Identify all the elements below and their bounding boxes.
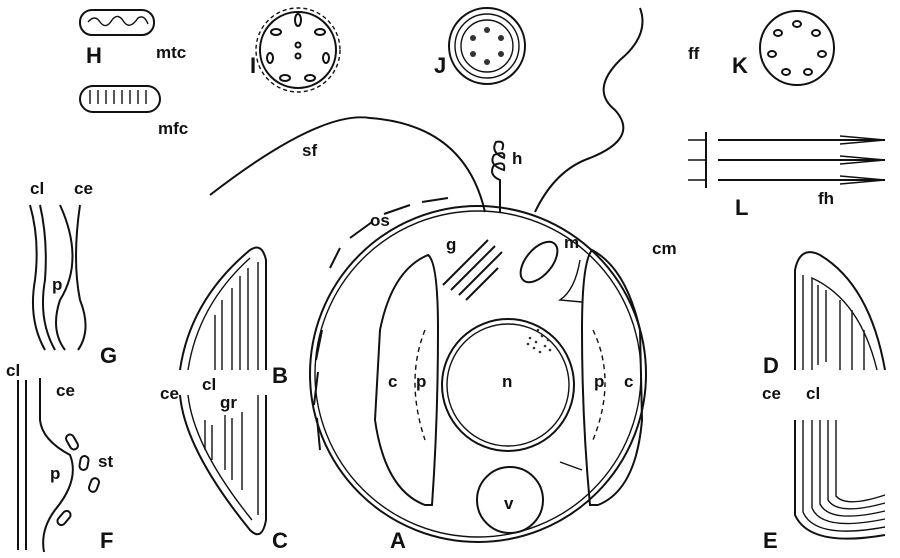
label-sf: sf <box>302 142 317 159</box>
label-n: n <box>502 373 512 390</box>
label-g: g <box>446 236 456 253</box>
chloroplast-left <box>375 255 438 505</box>
er-link-bottom <box>560 462 582 470</box>
label-h: h <box>512 150 522 167</box>
label-c-left: c <box>388 373 397 390</box>
label-g-p: p <box>52 276 62 293</box>
label-g-ce: ce <box>74 180 93 197</box>
panel-label-g: G <box>100 345 117 367</box>
haptonema <box>492 142 504 212</box>
flagellar-hairs-l <box>688 132 885 188</box>
chloroplast-bc <box>180 248 266 535</box>
label-e-ce: ce <box>762 385 781 402</box>
label-cm: cm <box>652 240 677 257</box>
label-c-cl: cl <box>202 376 216 393</box>
label-c-ce: ce <box>160 385 179 402</box>
mito-tubular-cristae <box>80 10 154 35</box>
panel-label-k: K <box>732 55 748 77</box>
panel-label-e: E <box>763 530 778 552</box>
mito-flat-cristae <box>80 86 160 112</box>
label-g-cl: cl <box>30 180 44 197</box>
label-m: m <box>564 234 579 251</box>
label-f-p: p <box>50 465 60 482</box>
cross-section-j <box>449 8 525 84</box>
label-f-st: st <box>98 453 113 470</box>
label-e-cl: cl <box>806 385 820 402</box>
cross-section-k <box>760 11 834 85</box>
label-fh: fh <box>818 190 834 207</box>
label-os: os <box>370 212 390 229</box>
flimmer-hairs <box>535 8 643 212</box>
panel-label-j: J <box>434 55 446 77</box>
cell-a <box>210 8 646 542</box>
label-c-gr: gr <box>220 394 237 411</box>
panel-label-h: H <box>86 45 102 67</box>
label-ff: ff <box>688 45 699 62</box>
cell-membrane <box>315 211 641 537</box>
label-f-ce: ce <box>56 382 75 399</box>
panel-label-f: F <box>100 530 113 552</box>
cross-section-i <box>256 8 340 92</box>
label-f-cl: cl <box>6 362 20 379</box>
panel-label-c: C <box>272 530 288 552</box>
er-link-top <box>560 260 582 302</box>
panel-label-d: D <box>763 355 779 377</box>
label-v: v <box>504 495 513 512</box>
panel-label-l: L <box>735 197 748 219</box>
label-p-left: p <box>416 373 426 390</box>
panel-label-i: I <box>250 55 256 77</box>
label-mtc: mtc <box>156 44 186 61</box>
label-mfc: mfc <box>158 120 188 137</box>
panel-label-a: A <box>390 530 406 552</box>
flimmer-flagellum <box>535 8 643 212</box>
label-c-right: c <box>624 373 633 390</box>
mitochondrion <box>514 235 565 288</box>
label-p-right: p <box>594 373 604 390</box>
panel-label-b: B <box>272 365 288 387</box>
